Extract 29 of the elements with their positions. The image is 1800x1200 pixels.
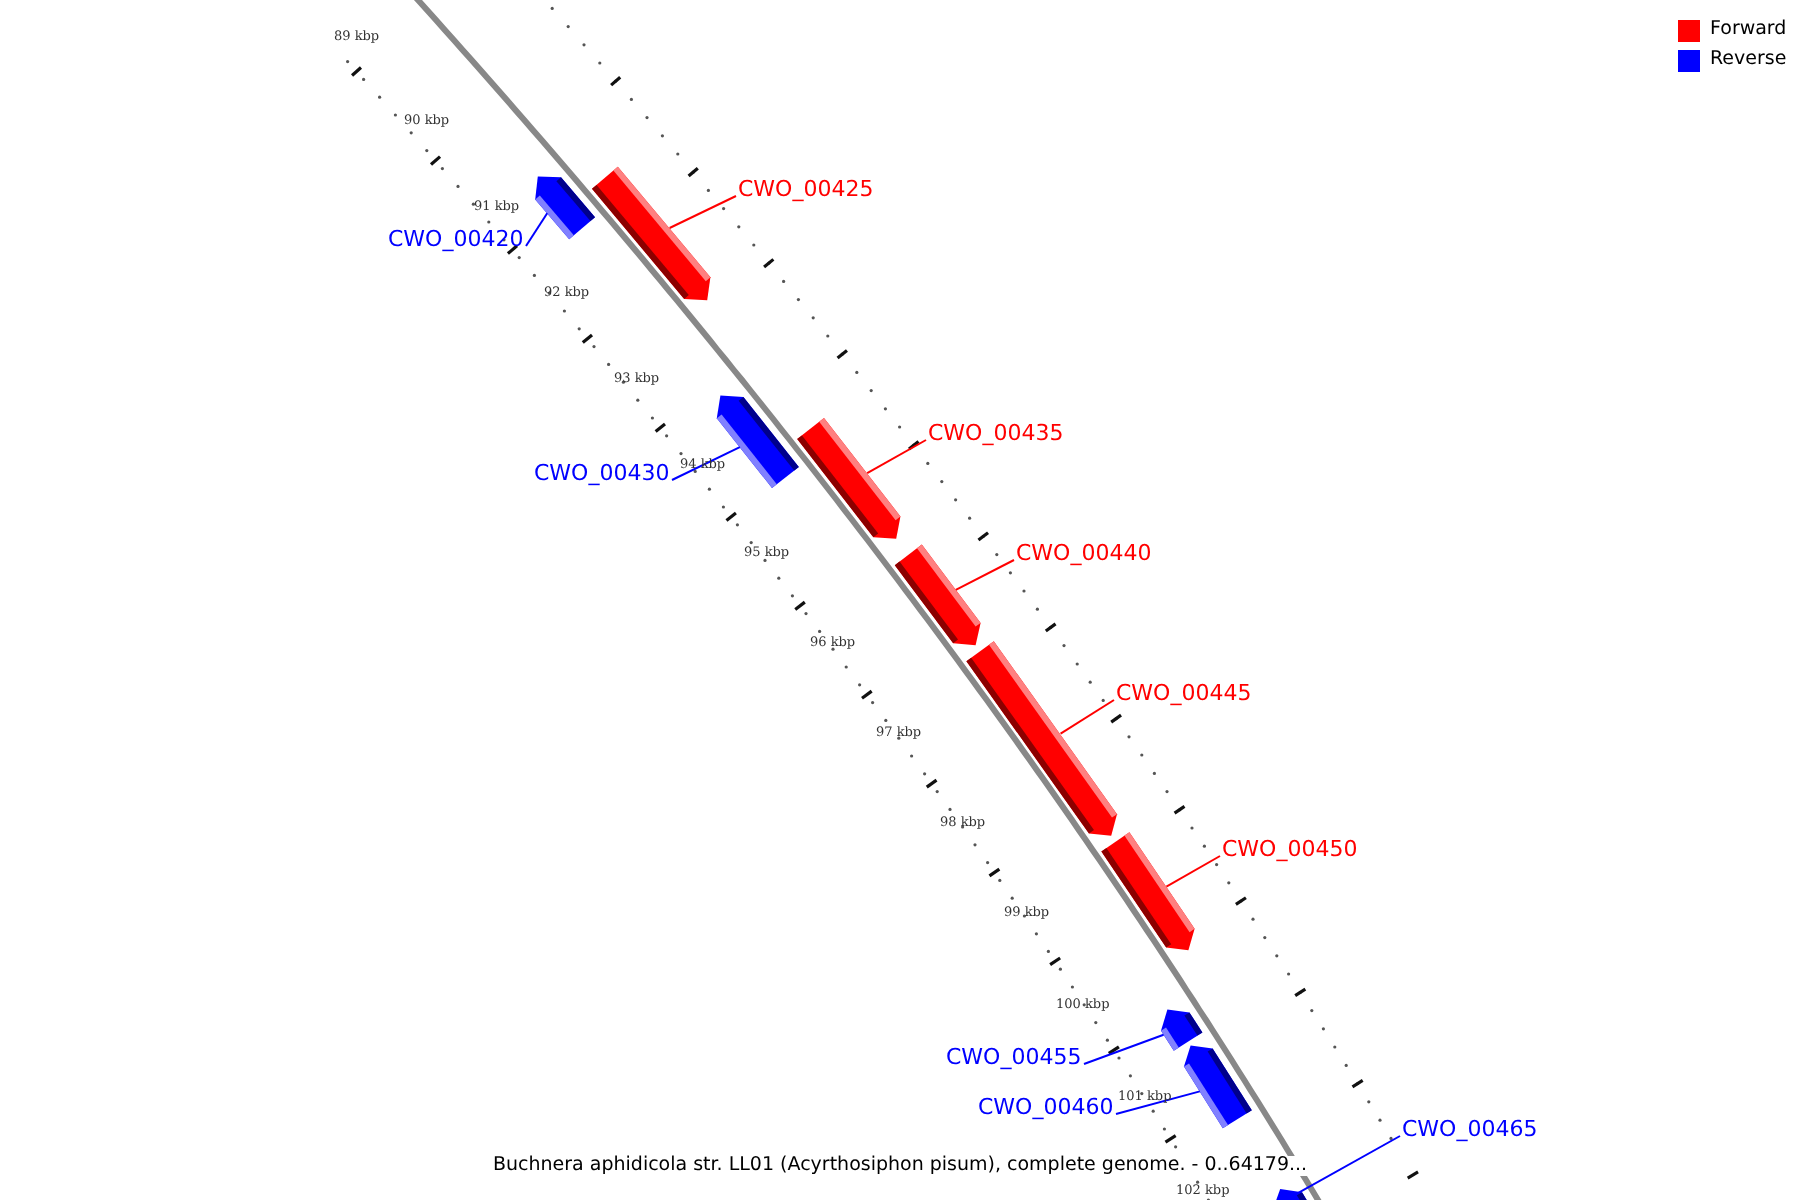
gene-block	[1184, 1045, 1252, 1129]
gene-label: CWO_00430	[534, 462, 670, 487]
gene-block	[1101, 832, 1195, 951]
gene-label: CWO_00435	[928, 422, 1064, 447]
gene-label: CWO_00440	[1016, 542, 1152, 567]
leader-line	[954, 559, 1015, 591]
gene-label: CWO_00460	[978, 1096, 1114, 1121]
leader-line	[1165, 855, 1221, 888]
gene-label: CWO_00465	[1402, 1118, 1538, 1143]
gene-block	[592, 166, 711, 301]
leader-line	[525, 212, 549, 247]
gene-block	[1272, 1189, 1307, 1200]
leader-line	[1083, 1033, 1165, 1065]
leader-line	[1115, 1090, 1201, 1115]
leader-line	[866, 439, 927, 475]
gene-label: CWO_00455	[946, 1046, 1082, 1071]
leader-line	[668, 195, 737, 229]
gene-block	[1161, 1009, 1203, 1051]
caption: Buchnera aphidicola str. LL01 (Acyrthosiphon pisum), complete genome. - 0..64179...	[493, 1156, 1308, 1177]
gene-block	[894, 544, 981, 646]
legend-label: Forward	[1710, 20, 1787, 41]
gene-label: CWO_00445	[1116, 682, 1252, 707]
gene-block	[797, 418, 901, 539]
gene-block	[535, 176, 595, 240]
leader-line	[671, 446, 741, 481]
legend-label: Reverse	[1710, 50, 1787, 71]
gene-label: CWO_00420	[388, 228, 524, 253]
gene-label: CWO_00450	[1222, 838, 1358, 863]
gene-label: CWO_00425	[738, 178, 874, 203]
